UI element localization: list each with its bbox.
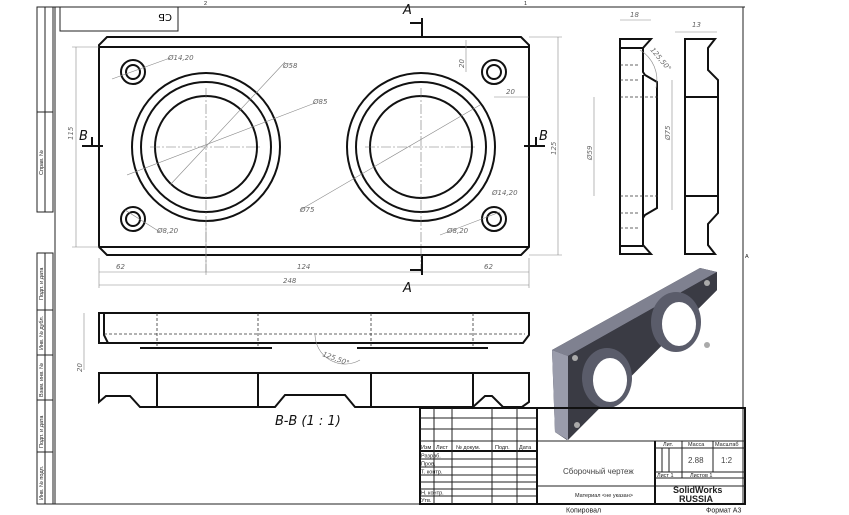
- top-box-label: СБ: [158, 11, 172, 22]
- section-bb-view: [98, 372, 530, 410]
- dim-label: 13: [692, 21, 701, 29]
- section-a-label-top: A: [402, 3, 412, 18]
- dim-label: 62: [484, 263, 493, 271]
- dim-label: 20: [458, 59, 466, 68]
- dim-label: 20: [506, 88, 515, 96]
- section-b-label-left: B: [79, 129, 88, 144]
- tb-row-label: Н. контр.: [421, 491, 444, 497]
- tb-format: Формат A3: [706, 508, 741, 515]
- tb-mass-label: Масса: [688, 442, 705, 448]
- strip-label: Подп. и дата: [39, 415, 45, 448]
- dim-label: 125: [550, 141, 558, 155]
- strip-label: Инв. № дубл.: [39, 315, 45, 350]
- border-mark: 1: [524, 1, 527, 7]
- dim-label: 125,50°: [648, 46, 672, 73]
- tb-row-label: Пров.: [421, 462, 436, 468]
- tb-row-label: Утв.: [421, 498, 432, 504]
- tb-header: № докум.: [456, 445, 481, 451]
- border-mark: A: [745, 254, 749, 260]
- dim-label: 18: [630, 11, 639, 19]
- top-view: [72, 36, 562, 288]
- tb-header: Лист: [436, 445, 448, 451]
- strip-label: Взам. инв. №: [39, 363, 45, 397]
- section-markers: [82, 18, 545, 275]
- dim-label: Ø8,20: [446, 227, 469, 235]
- tb-mass: 2.88: [688, 456, 704, 465]
- tb-header: Изм: [421, 445, 431, 451]
- tb-material: Материал <не указан>: [575, 493, 633, 499]
- dim-label: 125,50°: [321, 350, 350, 367]
- side-section-view: [675, 31, 719, 255]
- tb-header: Подп.: [495, 445, 510, 451]
- sheet-frame: [36, 6, 745, 505]
- front-view: [83, 312, 530, 370]
- tb-scale: 1:2: [721, 456, 733, 465]
- tb-row-label: Разраб.: [421, 454, 441, 460]
- strip-label: Инв. № подл.: [39, 465, 45, 500]
- dim-label: Ø59: [586, 145, 594, 161]
- border-mark: 2: [204, 1, 207, 7]
- side-view: [593, 19, 673, 255]
- tb-row-label: Т. контр.: [421, 470, 443, 476]
- dim-label: 124: [297, 263, 310, 271]
- section-bb-title: B-B (1 : 1): [275, 414, 341, 429]
- dim-label: 248: [283, 277, 297, 285]
- tb-sheet: Лист 1: [657, 473, 674, 479]
- dim-label: Ø85: [312, 98, 328, 106]
- tb-scale-label: Масштаб: [715, 442, 739, 448]
- section-a-label-bottom: A: [402, 281, 412, 296]
- tb-doc-title: Сборочный чертеж: [563, 467, 634, 476]
- dim-label: Ø75: [299, 206, 315, 214]
- tb-header: Дата: [519, 445, 532, 451]
- dim-label: Ø8,20: [156, 227, 179, 235]
- strip-label: Подп. и дата: [39, 267, 45, 300]
- dim-label: Ø14,20: [491, 189, 518, 197]
- section-b-label-right: B: [539, 129, 548, 144]
- tb-sheets: Листов 1: [690, 473, 712, 479]
- tb-company: RUSSIA: [679, 494, 714, 504]
- isometric-render: [552, 268, 717, 440]
- dim-label: Ø75: [664, 125, 672, 141]
- tb-lit-label: Лит.: [663, 442, 674, 448]
- dim-label: Ø58: [282, 62, 298, 70]
- title-block: [419, 407, 746, 505]
- dim-label: Ø14,20: [167, 54, 194, 62]
- bolt-holes: [120, 59, 507, 232]
- strip-label: Справ. №: [39, 150, 45, 175]
- dim-label: 62: [116, 263, 125, 271]
- tb-company: SolidWorks: [673, 485, 722, 495]
- dim-label: 115: [67, 126, 75, 140]
- dim-label: 20: [76, 363, 84, 372]
- tb-copied: Копировал: [566, 508, 601, 515]
